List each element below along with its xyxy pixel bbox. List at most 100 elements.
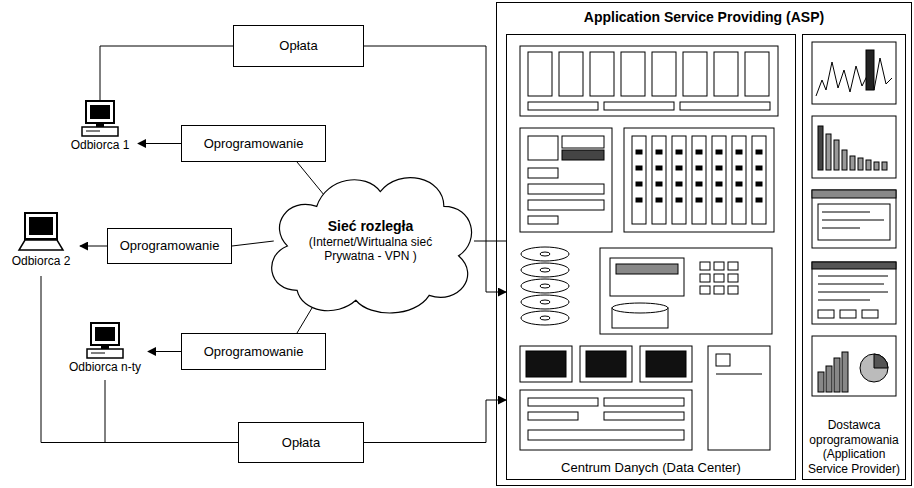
blade-rack [716,166,722,170]
server-tower [528,168,558,178]
disk-stack [540,252,550,256]
blade-rack [756,150,762,154]
console [728,262,738,270]
server-tower [562,150,604,160]
blade-rack [736,198,742,202]
blade-rack [656,182,662,186]
software-screenshots [860,354,888,382]
blade-rack [676,166,682,170]
software-screenshots [812,42,896,104]
desktop-computer-icon [80,100,120,138]
software-screenshots [818,372,824,392]
workstations [640,346,692,382]
blade-rack [732,136,746,224]
software-screenshots [826,134,831,170]
disk-stack [521,263,569,277]
blade-rack [624,128,774,232]
box-label: Oprogramowanie [204,344,304,360]
workstations [646,351,686,377]
server-rack [528,52,552,96]
client-laptop: Odbiorca 2 [2,212,80,276]
console [700,286,710,294]
server-tower [520,128,612,232]
workstations [580,346,632,382]
blade-rack [636,150,642,154]
server-tower [528,200,604,210]
software-screenshots [812,42,896,396]
server-tower [528,184,604,194]
blade-rack [696,150,702,154]
software-screenshots [822,212,870,213]
software-screenshots [816,58,892,96]
data-center-panel: Centrum Danych (Data Center) [506,34,796,480]
blade-rack [652,136,666,224]
workstations [520,390,692,450]
box-label: Opłata [282,435,320,451]
client-computer: Odbiorca n-ty [62,322,148,380]
disk-stack [521,279,569,293]
computer-case [87,349,123,358]
panel-label: Dostawca oprogramowania (Application Ser… [805,418,903,476]
desktop-computer-icon [85,322,125,360]
connector [138,143,181,144]
blade-rack [716,150,722,154]
asp-frame: Application Service Providing (ASP)Centr… [496,2,912,486]
software-screenshots [818,300,870,301]
software-screenshots [818,126,823,170]
console [728,286,738,294]
workstations [604,412,684,420]
software-screenshots [812,262,896,324]
blade-rack [716,198,722,202]
client-label: Odbiorca n-ty [69,360,141,374]
server-rack [680,102,770,110]
laptop-base [19,240,63,250]
workstations [604,398,684,406]
server-rack [652,52,676,96]
box-label: Opłata [279,38,317,54]
workstations [586,351,626,377]
server-rack [604,102,674,110]
software-screenshots [834,358,840,392]
cabinet [708,346,770,450]
server-rack [683,52,707,96]
network-title: Sieć rozległa [328,218,414,235]
cabinet [708,346,770,450]
blade-rack [736,182,742,186]
software-screenshots [874,162,879,170]
connector [364,400,506,443]
software-screenshots [818,284,884,285]
software-screenshots [882,162,887,170]
software-screenshots [812,336,896,396]
server-rack [520,46,778,116]
connector [297,304,314,333]
software-screenshots [850,156,855,170]
blade-rack [656,166,662,170]
blade-rack [636,182,642,186]
console [616,264,678,274]
monitor [86,101,114,123]
server-rack [590,52,614,96]
blade-rack [632,136,646,224]
blade-rack [752,136,766,224]
console [610,258,684,296]
connector [100,46,233,100]
disk-stack [521,247,569,261]
software-screenshots [818,276,888,277]
server-rack [559,52,583,96]
drive-slot [86,131,100,132]
software-screenshots [840,310,856,318]
blade-rack [676,182,682,186]
disk-stack [521,295,569,309]
software-screenshots [812,116,896,178]
blade-rack [692,136,706,224]
software-screenshots [812,190,896,198]
console [612,303,668,313]
workstations [520,346,572,382]
server-tower [528,216,558,224]
software-screenshots [812,190,896,248]
software-screenshots [818,310,834,318]
blade-rack [756,166,762,170]
console [728,274,738,282]
server-rack [528,102,598,110]
cabinet [716,374,762,375]
